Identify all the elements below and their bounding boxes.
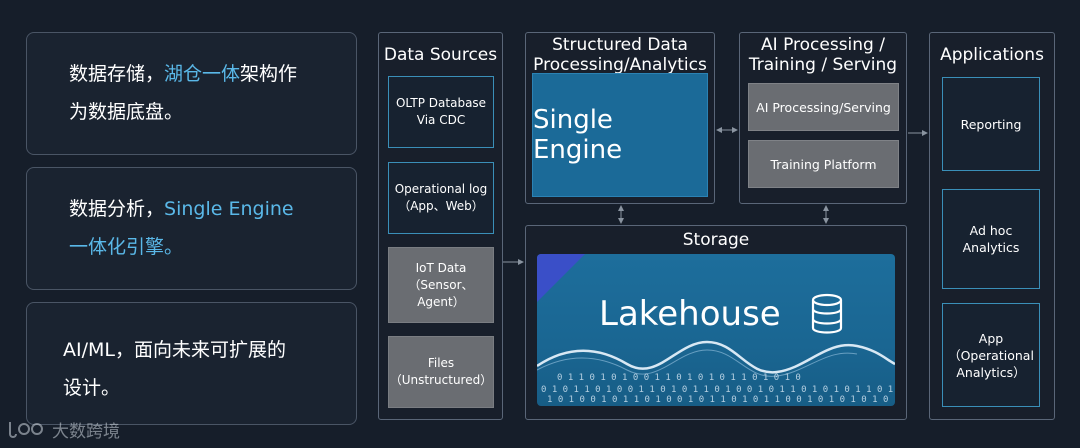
wave-line (537, 340, 895, 374)
lakehouse-art: 0 1 0 1 1 0 1 0 0 1 1 0 1 0 1 1 0 1 0 0 … (537, 254, 895, 405)
training-platform-box: Training Platform (748, 140, 899, 188)
ai-processing-panel: AI Processing / Training / Serving AI Pr… (739, 32, 907, 204)
structured-title-line1: Structured Data (552, 35, 688, 55)
data-sources-panel: Data Sources OLTP Database Via CDC Opera… (378, 32, 503, 420)
source-operational-log: Operational log （App、Web） (388, 162, 494, 234)
storage-panel: Storage 0 1 0 1 1 0 1 0 0 1 1 0 1 0 1 1 … (525, 225, 907, 420)
ai-title-line2: Training / Serving (748, 55, 898, 75)
applications-title: Applications (940, 45, 1044, 65)
svg-text:1 0 1 0 0 1 0 1 1 0 1 0 0 1 0: 1 0 1 0 0 1 0 1 1 0 1 0 0 1 0 1 1 0 1 0 … (547, 395, 888, 405)
highlight-text: 湖仓一体 (164, 63, 241, 85)
source-iot: IoT Data （Sensor、 Agent） (388, 247, 494, 323)
wave-line-secondary (537, 349, 858, 377)
logo-icon (9, 422, 43, 438)
point-text: 数据分析，Single Engine 一体化引擎。 (69, 198, 294, 258)
point-text: 数据存储，湖仓一体架构作 为数据底盘。 (69, 63, 298, 123)
svg-text:0 1 0 1 1 0 1 0 0 1 1 0 1 0 1: 0 1 0 1 1 0 1 0 0 1 1 0 1 0 1 1 0 1 0 0 … (541, 385, 893, 395)
source-files: Files （Unstructured） (388, 336, 494, 408)
highlight-text: Single Engine (164, 198, 294, 220)
point-card-analytics: 数据分析，Single Engine 一体化引擎。 (26, 167, 357, 290)
applications-panel: Applications Reporting Ad hoc Analytics … (929, 32, 1055, 420)
point-card-storage: 数据存储，湖仓一体架构作 为数据底盘。 (26, 32, 357, 155)
binary-pattern: 0 1 0 1 1 0 1 0 0 1 1 0 1 0 1 1 0 1 0 0 … (541, 373, 893, 405)
ai-title-line1: AI Processing / (761, 35, 885, 55)
lakehouse-block: 0 1 0 1 1 0 1 0 0 1 1 0 1 0 1 1 0 1 0 0 … (537, 254, 895, 406)
source-oltp: OLTP Database Via CDC (388, 76, 494, 148)
structured-data-panel: Structured Data Processing/Analytics Sin… (525, 32, 715, 204)
single-engine-block: Single Engine (532, 73, 708, 197)
watermark: 大数跨境 (6, 416, 120, 442)
corner-triangle (537, 254, 585, 302)
svg-text:0 1 1 0 1 0 1 0 0 1 1 0 1 0 1: 0 1 1 0 1 0 1 0 0 1 1 0 1 0 1 0 1 1 0 1 … (557, 373, 801, 383)
app-operational-analytics: App （Operational Analytics） (942, 303, 1040, 407)
app-adhoc-analytics: Ad hoc Analytics (942, 189, 1040, 289)
data-sources-title: Data Sources (383, 45, 498, 65)
lakehouse-label: Lakehouse (599, 294, 781, 334)
storage-title: Storage (682, 230, 750, 250)
point-card-ai: AI/ML，面向未来可扩展的 设计。 (26, 302, 357, 425)
point-text: AI/ML，面向未来可扩展的 设计。 (63, 339, 286, 399)
ai-serving-box: AI Processing/Serving (748, 83, 899, 131)
structured-title-line2: Processing/Analytics (533, 55, 707, 75)
watermark-text: 大数跨境 (52, 421, 120, 442)
app-reporting: Reporting (942, 77, 1040, 171)
database-icon (811, 293, 843, 334)
